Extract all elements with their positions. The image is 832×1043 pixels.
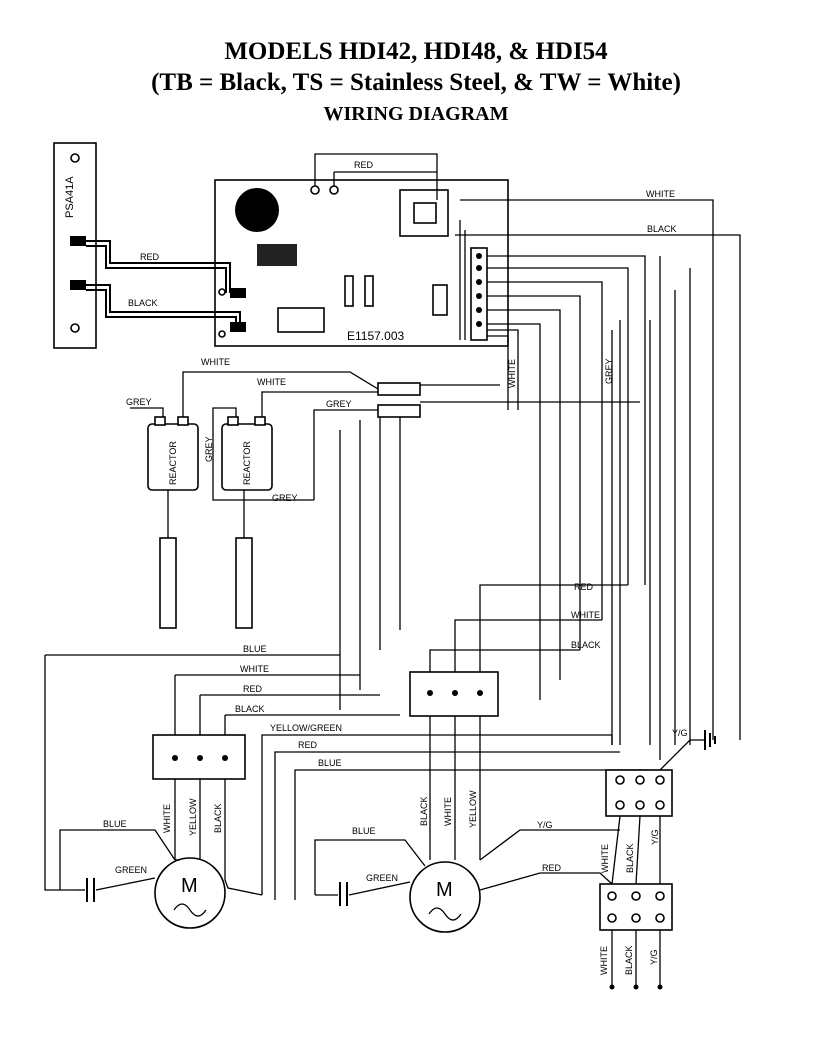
wire-label-black-top: BLACK xyxy=(647,224,677,234)
wire-label-red-top: RED xyxy=(354,160,374,170)
wire-label-red-1: RED xyxy=(243,684,263,694)
wire-label-red-2: RED xyxy=(298,740,318,750)
wire-label-tb-white: WHITE xyxy=(600,844,610,873)
wire-label-psa-red: RED xyxy=(140,252,160,262)
connector-block-left xyxy=(152,734,246,860)
wire-label-white-b: WHITE xyxy=(257,377,286,387)
wire-label-yg-1: YELLOW/GREEN xyxy=(270,723,342,733)
wire-label-lm-black: BLACK xyxy=(213,803,223,833)
wire-label-rm-yellow: YELLOW xyxy=(468,790,478,828)
title-wiring-diagram: WIRING DIAGRAM xyxy=(323,103,509,125)
control-board: E1157.003 xyxy=(214,179,509,347)
wire-label-white-top: WHITE xyxy=(646,189,675,199)
reactor-left-label: REACTOR xyxy=(168,441,178,485)
wire-label-psa-black: BLACK xyxy=(128,298,158,308)
psa-cables xyxy=(86,240,241,327)
wire-label-tb-yg-top: Y/G xyxy=(672,728,688,738)
wire-label-red-mid: RED xyxy=(574,582,594,592)
wire-label-black-mid: BLACK xyxy=(571,640,601,650)
motor-left: M xyxy=(59,829,263,929)
main-wiring xyxy=(420,199,741,760)
wire-label-out-yg: Y/G xyxy=(649,949,659,965)
reactor-right-label: REACTOR xyxy=(242,441,252,485)
terminal-block-top xyxy=(605,769,673,817)
wire-label-white-1: WHITE xyxy=(240,664,269,674)
psa41a-label: PSA41A xyxy=(64,176,76,218)
wire-label-out-white: WHITE xyxy=(599,946,609,975)
terminal-block-bottom xyxy=(599,815,673,990)
motor-left-symbol: M xyxy=(181,875,198,897)
title-finish-codes: (TB = Black, TS = Stainless Steel, & TW … xyxy=(151,69,681,96)
reactor-relay xyxy=(130,371,421,710)
wire-label-rm-red: RED xyxy=(542,863,562,873)
reactor-left: REACTOR xyxy=(147,416,199,629)
wire-label-grey-vert: GREY xyxy=(604,358,614,384)
wire-label-grey-d: GREY xyxy=(272,493,298,503)
wire-label-blue-2: BLUE xyxy=(318,758,342,768)
wire-label-rm-black: BLACK xyxy=(419,796,429,826)
wire-label-grey-a: GREY xyxy=(126,397,152,407)
wire-label-rm-green: GREEN xyxy=(366,873,398,883)
reactor-right: REACTOR xyxy=(221,416,273,629)
wire-label-tb-yg: Y/G xyxy=(650,829,660,845)
wire-label-rm-yg: Y/G xyxy=(537,820,553,830)
wire-label-grey-c: GREY xyxy=(204,436,214,462)
motor-right-symbol: M xyxy=(436,879,453,901)
wire-label-white-a: WHITE xyxy=(201,357,230,367)
wire-label-lm-blue: BLUE xyxy=(103,819,127,829)
ground-symbol xyxy=(659,730,716,771)
wire-label-lm-yellow: YELLOW xyxy=(188,798,198,836)
wire-label-grey-b: GREY xyxy=(326,399,352,409)
lower-bundle xyxy=(44,584,650,900)
wire-label-lm-green: GREEN xyxy=(115,865,147,875)
wire-label-tb-black: BLACK xyxy=(625,843,635,873)
wire-label-white-vert: WHITE xyxy=(507,359,517,388)
board-red-terminals xyxy=(310,153,438,200)
motor-right: M xyxy=(314,829,620,933)
board-label: E1157.003 xyxy=(347,329,404,343)
wire-label-black-1: BLACK xyxy=(235,704,265,714)
wire-label-rm-white: WHITE xyxy=(443,797,453,826)
title-models: MODELS HDI42, HDI48, & HDI54 xyxy=(224,38,608,65)
wire-label-rm-blue: BLUE xyxy=(352,826,376,836)
wire-label-white-mid: WHITE xyxy=(571,610,600,620)
wire-labels: RED WHITE BLACK RED BLACK WHITE WHITE GR… xyxy=(103,160,688,975)
wire-label-lm-white: WHITE xyxy=(162,804,172,833)
wire-label-out-black: BLACK xyxy=(624,945,634,975)
wire-label-blue-1: BLUE xyxy=(243,644,267,654)
connector-block-center xyxy=(409,671,499,717)
